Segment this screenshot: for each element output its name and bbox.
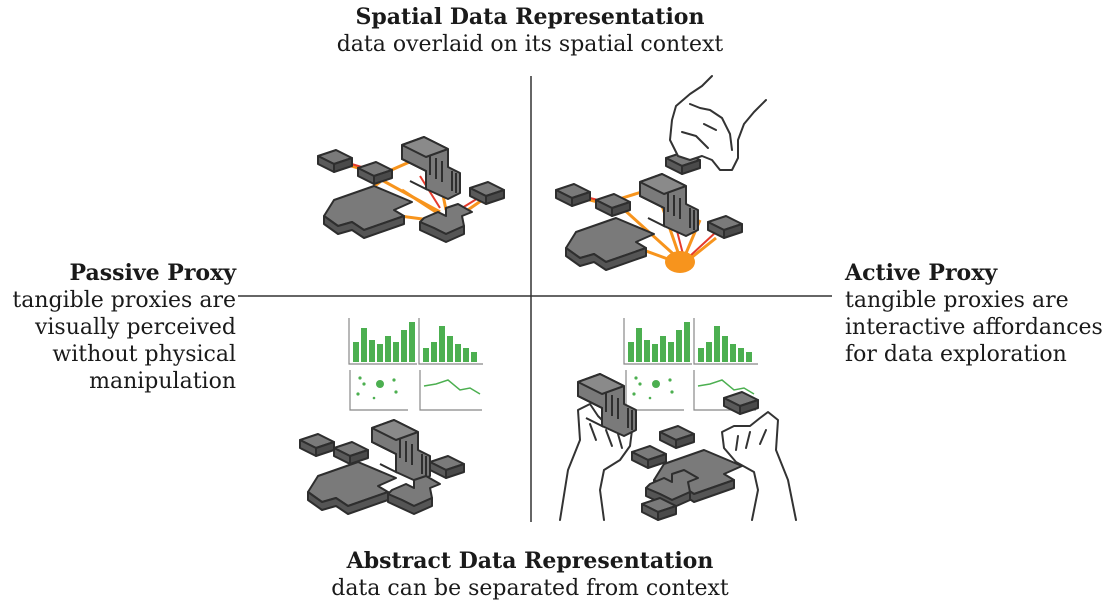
bottom-axis-title: Abstract Data Representation	[346, 548, 714, 574]
right-axis-label: Active Proxy tangible proxies are intera…	[845, 260, 1109, 368]
top-axis-title: Spatial Data Representation	[355, 4, 705, 30]
bottom-axis-label: Abstract Data Representation data can be…	[250, 548, 810, 602]
right-hand-icon	[721, 411, 797, 521]
left-axis-line: without physical	[52, 342, 236, 367]
right-axis-title: Active Proxy	[845, 260, 998, 286]
left-axis-line: manipulation	[89, 369, 236, 394]
hand-icon	[669, 75, 767, 171]
left-axis-line: tangible proxies are	[12, 288, 236, 313]
top-axis-label: Spatial Data Representation data overlai…	[250, 4, 810, 58]
left-axis-label: Passive Proxy tangible proxies are visua…	[0, 260, 236, 395]
right-axis-line: tangible proxies are	[845, 288, 1069, 313]
top-axis-subtitle: data overlaid on its spatial context	[336, 32, 724, 57]
quadrant-bottom-right-illustration	[559, 317, 797, 521]
left-axis-line: visually perceived	[34, 315, 236, 340]
bottom-axis-subtitle: data can be separated from context	[331, 576, 729, 601]
right-axis-line: for data exploration	[845, 342, 1067, 367]
quadrant-bottom-left-illustration	[299, 317, 484, 515]
selection-node	[665, 251, 695, 273]
quadrant-top-left-illustration	[317, 136, 505, 243]
quadrant-top-right-illustration	[555, 75, 767, 273]
left-axis-title: Passive Proxy	[69, 260, 236, 286]
right-axis-line: interactive affordances	[845, 315, 1103, 340]
